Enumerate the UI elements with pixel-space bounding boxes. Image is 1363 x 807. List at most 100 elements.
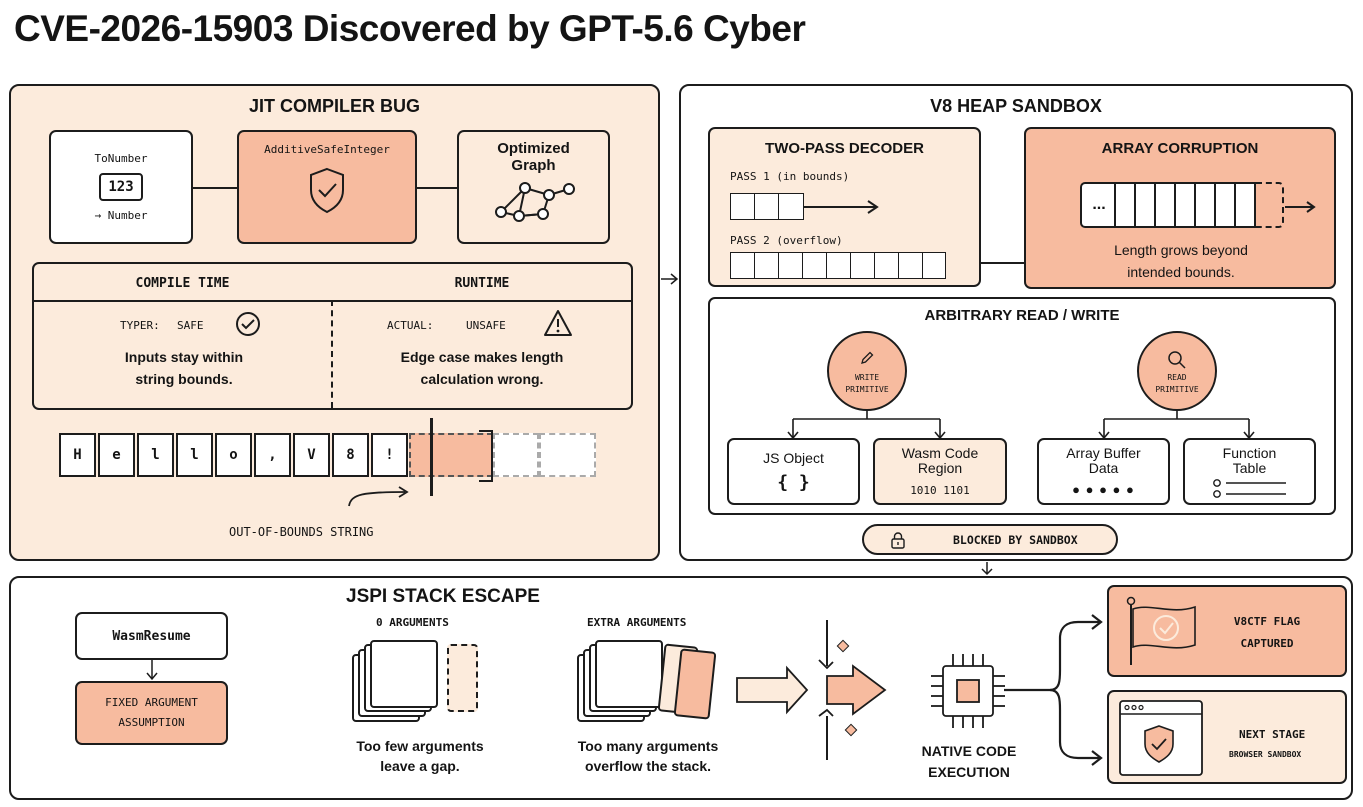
connector-line <box>787 409 1255 440</box>
array-ellipsis: ... <box>1080 182 1116 228</box>
list-icon <box>1210 478 1290 500</box>
blocked-by-sandbox-badge: BLOCKED BY SANDBOX <box>862 524 1118 555</box>
fixed-argument-box: FIXED ARGUMENT ASSUMPTION <box>75 681 228 745</box>
browser-window-icon <box>1119 700 1203 776</box>
array-corruption-box: ARRAY CORRUPTION ... Length grows beyond… <box>1024 127 1336 289</box>
string-cell: H <box>59 433 96 477</box>
array-buffer-label: Array Buffer Data <box>1066 445 1141 476</box>
magnifier-icon <box>1167 350 1187 370</box>
decoder-title: TWO-PASS DECODER <box>765 140 924 157</box>
tonumber-result: → Number <box>94 209 148 222</box>
missing-arg-slot <box>447 644 478 712</box>
pencil-icon <box>859 350 875 366</box>
jit-panel-title: JIT COMPILER BUG <box>248 96 420 116</box>
branch-arrows <box>1004 614 1103 766</box>
zero-args-desc: Too few arguments leave a gap. <box>356 738 484 774</box>
shield-check-icon <box>307 166 347 214</box>
page-title: CVE-2026-15903 Discovered by GPT-5.6 Cyb… <box>14 8 806 49</box>
safe-integer-label: AdditiveSafeInteger <box>264 143 390 156</box>
braces-icon: { } <box>777 472 810 493</box>
next-stage-sub: BROWSER SANDBOX <box>1229 750 1302 759</box>
connector-line <box>193 187 237 189</box>
oob-arrow-icon <box>348 486 409 507</box>
actual-key: ACTUAL: <box>387 319 434 332</box>
read-primitive-label: READ PRIMITIVE <box>1155 373 1199 394</box>
compile-time-desc: Inputs stay within string bounds. <box>124 349 244 387</box>
arrow-down-icon <box>981 562 993 576</box>
pass2-cells <box>730 252 946 279</box>
array-buffer-box: Array Buffer Data ● ● ● ● ● <box>1037 438 1170 505</box>
wasm-resume-box: WasmResume <box>75 612 228 660</box>
check-circle-icon <box>235 311 261 337</box>
extra-args-label: EXTRA ARGUMENTS <box>587 616 687 629</box>
typer-value: SAFE <box>177 319 204 332</box>
tonumber-box: ToNumber 123 → Number <box>49 130 193 244</box>
bracket-mark <box>479 430 493 482</box>
write-primitive-label: WRITE PRIMITIVE <box>845 373 889 394</box>
flag-icon <box>1121 595 1213 667</box>
write-primitive-node: WRITE PRIMITIVE <box>827 331 907 411</box>
string-cell: V <box>293 433 330 477</box>
flag-captured-box: V8CTF FLAG CAPTURED <box>1107 585 1347 677</box>
corruption-title: ARRAY CORRUPTION <box>1101 140 1259 157</box>
pass1-label: PASS 1 (in bounds) <box>730 170 850 183</box>
graph-icon <box>489 178 579 228</box>
native-code-label: NATIVE CODE EXECUTION <box>921 743 1017 780</box>
blocked-label: BLOCKED BY SANDBOX <box>953 533 1078 547</box>
optimized-graph-box: Optimized Graph <box>457 130 610 244</box>
additive-safe-integer-box: AdditiveSafeInteger <box>237 130 417 244</box>
runtime-title: RUNTIME <box>454 276 510 291</box>
tonumber-value: 123 <box>99 173 143 201</box>
compile-runtime-box: COMPILE TIME RUNTIME TYPER: SAFE Inputs … <box>32 262 633 410</box>
pass1-cells <box>730 193 810 220</box>
function-table-label: Function Table <box>1222 445 1277 476</box>
arrow-right-icon <box>804 200 879 214</box>
lock-icon <box>890 531 906 549</box>
string-cell: l <box>176 433 213 477</box>
string-cell: o <box>215 433 252 477</box>
card-stack-icon <box>352 640 482 724</box>
string-cell: , <box>254 433 291 477</box>
typer-key: TYPER: <box>120 319 160 332</box>
runtime-desc: Edge case makes length calculation wrong… <box>400 349 564 387</box>
extra-arg-card <box>673 648 717 720</box>
next-stage-label: NEXT STAGE <box>1239 728 1306 741</box>
string-cell: ! <box>371 433 408 477</box>
arrow-right-icon <box>661 273 679 285</box>
string-cells: H e l l o , V 8 ! <box>59 430 599 482</box>
extra-args-desc: Too many arguments overflow the stack. <box>577 738 719 774</box>
string-cell: e <box>98 433 135 477</box>
next-stage-box: NEXT STAGE BROWSER SANDBOX <box>1107 690 1347 784</box>
card-stack-icon <box>577 640 717 724</box>
flag-label: V8CTF FLAG CAPTURED <box>1233 615 1301 650</box>
connector-line <box>417 187 457 189</box>
bounds-marker <box>430 418 433 496</box>
corruption-desc: Length grows beyond intended bounds. <box>1114 242 1248 280</box>
overflow-cell <box>409 433 493 477</box>
oob-label: OUT-OF-BOUNDS STRING <box>229 525 374 539</box>
empty-cell <box>539 433 596 477</box>
arrow-down-icon <box>146 660 158 681</box>
chip-icon <box>929 652 1007 730</box>
js-object-box: JS Object { } <box>727 438 860 505</box>
pass2-label: PASS 2 (overflow) <box>730 234 843 247</box>
optimized-graph-label: Optimized Graph <box>497 140 570 174</box>
tonumber-label: ToNumber <box>94 152 148 165</box>
arrow-right-icon <box>1285 201 1316 213</box>
stack-escape-icon <box>736 620 887 760</box>
actual-value: UNSAFE <box>466 319 506 332</box>
zero-args-label: 0 ARGUMENTS <box>376 616 449 629</box>
string-cell: l <box>137 433 174 477</box>
jspi-panel-title: JSPI STACK ESCAPE <box>346 586 540 607</box>
js-object-label: JS Object <box>763 450 824 466</box>
corrupted-array: ... <box>1080 182 1312 230</box>
dots-icon: ● ● ● ● ● <box>1072 482 1135 497</box>
heap-panel-title: V8 HEAP SANDBOX <box>930 96 1102 116</box>
warning-icon <box>543 309 573 337</box>
read-primitive-node: READ PRIMITIVE <box>1137 331 1217 411</box>
wasm-region-label: Wasm Code Region <box>901 445 979 476</box>
wasm-region-bits: 1010 1101 <box>910 484 970 497</box>
wasm-code-region-box: Wasm Code Region 1010 1101 <box>873 438 1007 505</box>
string-cell: 8 <box>332 433 369 477</box>
rw-title: ARBITRARY READ / WRITE <box>924 307 1120 324</box>
